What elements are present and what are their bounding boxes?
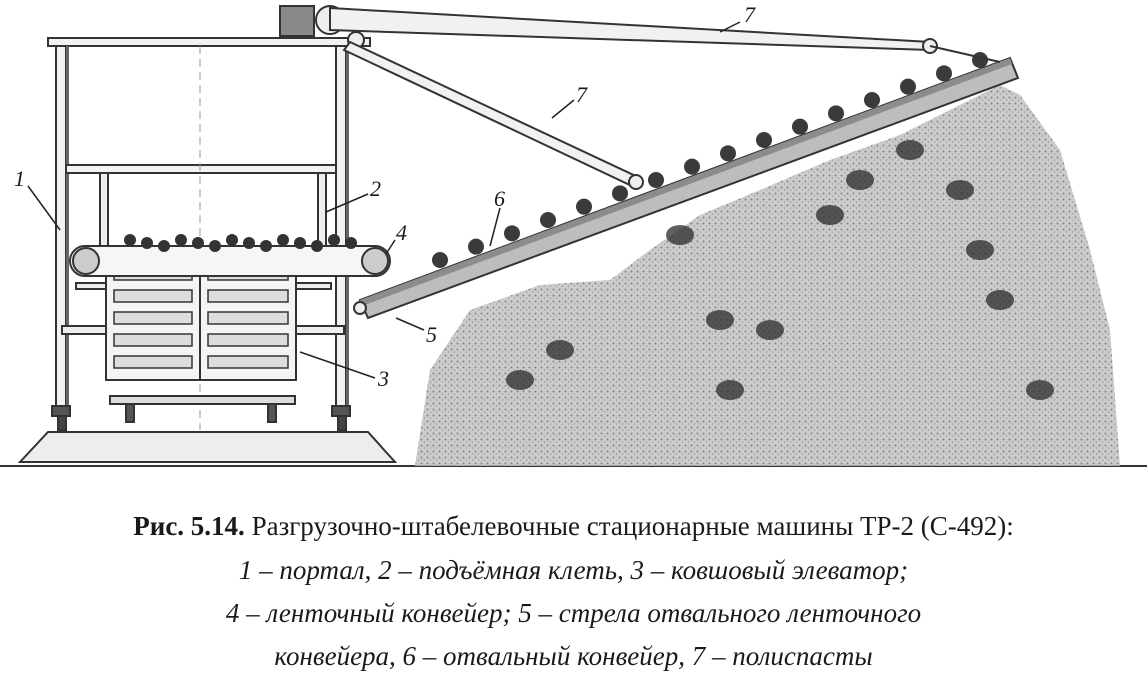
belt-conveyor — [69, 234, 391, 277]
stockpile-clump — [1026, 380, 1054, 400]
belt-load-lump — [294, 237, 306, 249]
stockpile-clump — [896, 140, 924, 160]
belt-load-lump — [311, 240, 323, 252]
figure-legend-line-3: конвейера, 6 – отвальный конвейер, 7 – п… — [274, 641, 873, 671]
callout-labels: 1 2 3 4 5 6 7 7 — [14, 2, 756, 391]
figure-caption-title: Рис. 5.14. Разгрузочно-штабелевочные ста… — [0, 508, 1147, 544]
belt-load-lump — [141, 237, 153, 249]
discharge-boom — [353, 52, 1020, 320]
stockpile-clump — [756, 320, 784, 340]
belt-load-lump — [260, 240, 272, 252]
boom-load-lump — [900, 78, 916, 95]
boom-load-lump — [792, 118, 808, 135]
figure-legend-line-1: 1 – портал, 2 – подъёмная клеть, 3 – ков… — [238, 555, 909, 585]
callout-5: 5 — [426, 322, 437, 347]
belt-load-lump — [226, 234, 238, 246]
figure-title: Разгрузочно-штабелевочные стационарные м… — [251, 511, 1014, 541]
stockpile — [415, 85, 1120, 466]
callout-7-mid: 7 — [576, 82, 588, 107]
boom-load-lump — [720, 145, 736, 162]
callout-2: 2 — [370, 176, 381, 201]
callout-3: 3 — [377, 366, 389, 391]
callout-4: 4 — [396, 220, 407, 245]
stockpile-clump — [816, 205, 844, 225]
machine-drawing: 1 2 3 4 5 6 7 7 — [0, 2, 1147, 467]
bucket-elevator — [105, 257, 297, 423]
portal-frame — [17, 37, 398, 463]
callout-7-top: 7 — [744, 2, 756, 27]
elevator-bucket — [113, 289, 193, 303]
figure-legend-line-2: 4 – ленточный конвейер; 5 – стрела отвал… — [225, 598, 922, 628]
callout-6: 6 — [494, 186, 505, 211]
boom-load-lump — [504, 225, 520, 242]
elevator-bucket — [207, 289, 289, 303]
elevator-bucket — [113, 333, 193, 347]
belt-load-lump — [328, 234, 340, 246]
belt-load-lump — [192, 237, 204, 249]
pulley-blocks — [279, 5, 1001, 190]
elevator-bucket — [113, 311, 193, 325]
belt-load-lump — [345, 237, 357, 249]
boom-load-lump — [756, 132, 772, 148]
stockpile-clump — [506, 370, 534, 390]
stockpile-clump — [706, 310, 734, 330]
stockpile-clump — [946, 180, 974, 200]
belt-load-lump — [277, 234, 289, 246]
stockpile-clump — [846, 170, 874, 190]
belt-load-lump — [243, 237, 255, 249]
elevator-bucket — [207, 333, 289, 347]
stockpile-clump — [546, 340, 574, 360]
belt-load-lump — [209, 240, 221, 252]
figure-number: Рис. 5.14. — [133, 511, 245, 541]
boom-load-lump — [828, 105, 844, 122]
boom-load-lump — [612, 185, 628, 202]
elevator-bucket — [207, 311, 289, 325]
boom-load-lump — [936, 65, 952, 82]
boom-load-lump — [648, 172, 664, 188]
stockpile-clump — [716, 380, 744, 400]
elevator-bucket — [207, 355, 289, 369]
stockpile-clump — [666, 225, 694, 245]
belt-load-lump — [175, 234, 187, 246]
elevator-bucket — [113, 355, 193, 369]
stockpile-clump — [966, 240, 994, 260]
belt-load-lump — [124, 234, 136, 246]
callout-1: 1 — [14, 166, 25, 191]
boom-load-lump — [540, 212, 556, 228]
belt-load-lump — [158, 240, 170, 252]
boom-load-lump — [864, 92, 880, 108]
stockpile-clump — [986, 290, 1014, 310]
boom-load-lump — [432, 252, 448, 268]
boom-load-lump — [468, 238, 484, 255]
boom-load-lump — [576, 198, 592, 215]
boom-load-lump — [684, 158, 700, 175]
callout-leaders — [27, 21, 741, 379]
boom-load-lump — [972, 52, 988, 68]
